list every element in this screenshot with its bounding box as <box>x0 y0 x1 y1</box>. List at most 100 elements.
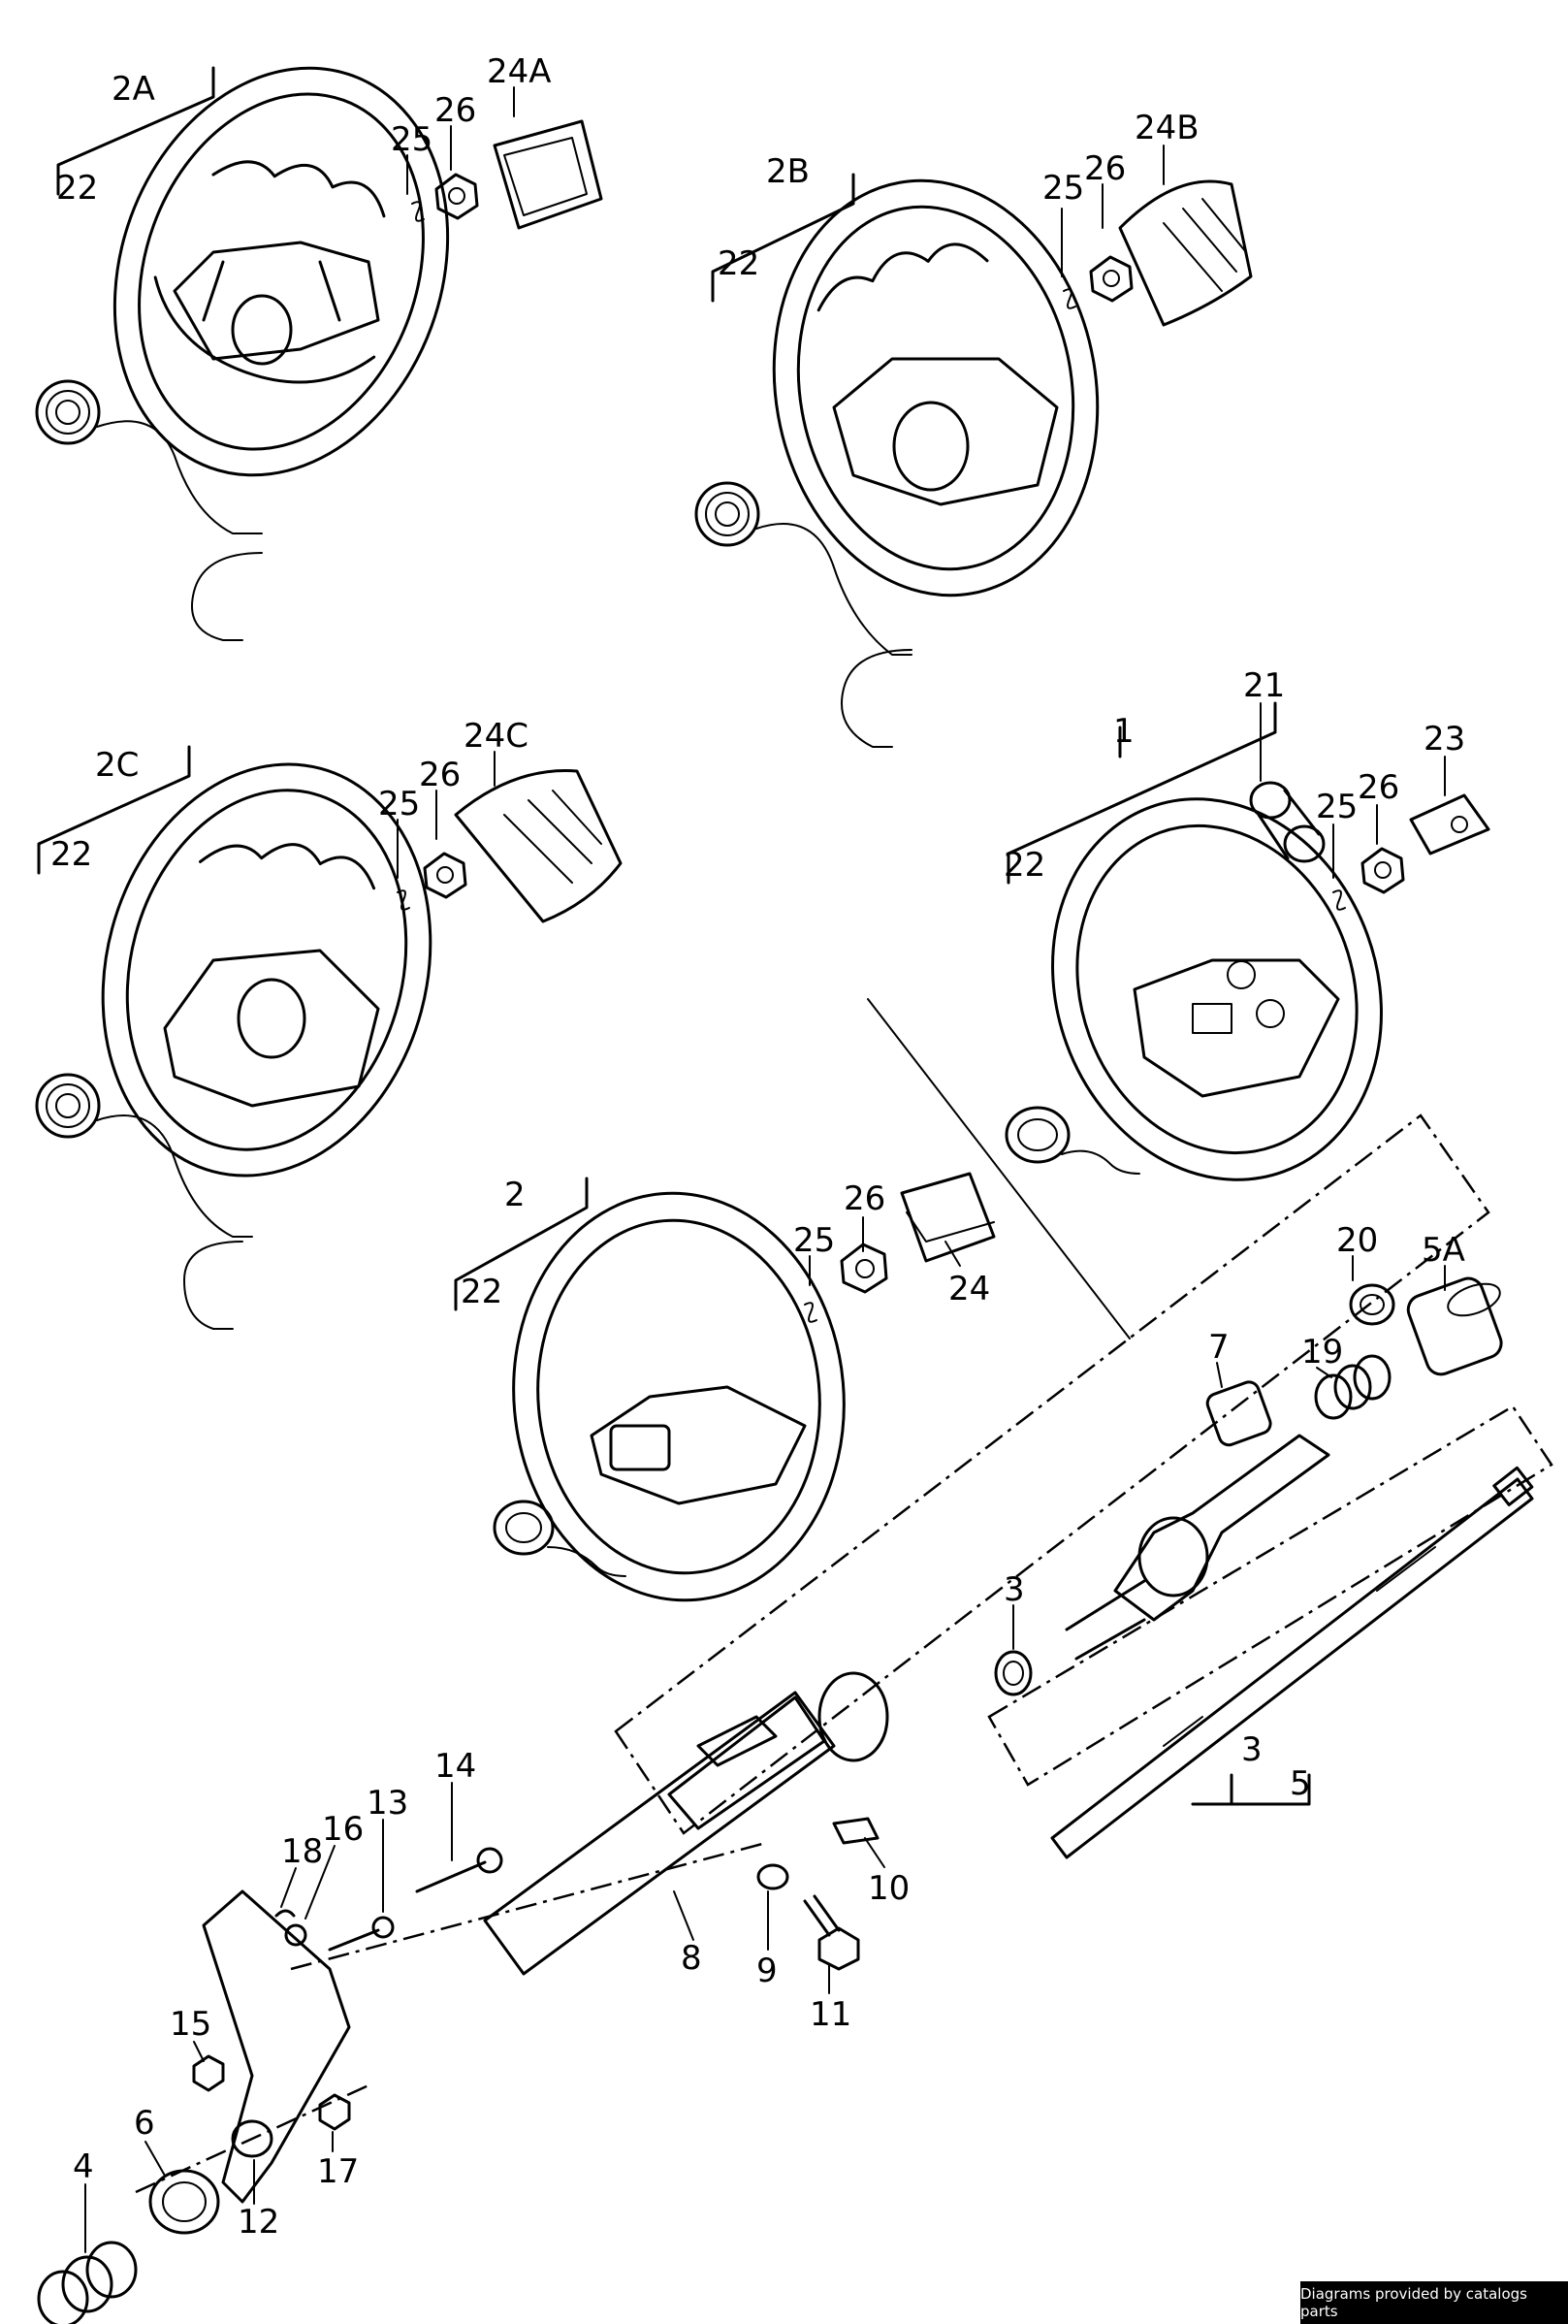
nut-26-wheel-1 <box>1360 847 1405 894</box>
screw-25-wheel-1 <box>1332 889 1346 911</box>
credit-banner: Diagrams provided by catalogs parts <box>1300 2281 1568 2324</box>
bearing-7 <box>1205 1380 1272 1447</box>
screw-25-2B <box>1063 288 1076 309</box>
label-23: 23 <box>1424 720 1465 759</box>
steering-wheel-1 <box>1051 797 1383 1181</box>
nut-17 <box>318 2093 351 2131</box>
steering-wheel-2 <box>512 1191 846 1602</box>
label-22-wheel-1: 22 <box>1004 846 1045 885</box>
label-20: 20 <box>1336 1221 1378 1260</box>
label-13: 13 <box>367 1784 408 1823</box>
horn-pad-24B <box>1118 179 1253 327</box>
nut-26-wheel-2 <box>840 1243 888 1294</box>
label-5A: 5A <box>1422 1231 1465 1270</box>
label-24: 24 <box>948 1270 990 1308</box>
shaft-3-5 <box>1050 1466 1534 1859</box>
steering-wheel-2C <box>101 762 432 1178</box>
label-18: 18 <box>281 1832 323 1871</box>
label-12: 12 <box>238 2203 279 2242</box>
column-tube-8 <box>483 1671 889 1976</box>
ring-20 <box>1349 1283 1395 1326</box>
plate-10 <box>832 1817 880 1845</box>
clock-spring-2C <box>35 1073 253 1330</box>
label-26-wheel-1: 26 <box>1358 768 1399 807</box>
label-7: 7 <box>1208 1328 1230 1367</box>
clip-18 <box>274 1909 296 1918</box>
bracket-3-5 <box>1191 1773 1311 1806</box>
label-3-bottom: 3 <box>1241 1730 1263 1769</box>
washer-9 <box>756 1863 789 1890</box>
bracket-2 <box>454 1177 589 1311</box>
label-16: 16 <box>322 1810 364 1849</box>
bracket-2C <box>37 745 191 875</box>
steering-wheel-2A <box>112 66 450 477</box>
label-22-wheel-2: 22 <box>461 1273 502 1311</box>
label-25-2B: 25 <box>1042 169 1084 208</box>
nut-15 <box>192 2054 225 2092</box>
horn-pad-24 <box>900 1172 996 1263</box>
label-21: 21 <box>1243 666 1285 705</box>
bolt-11 <box>803 1894 860 1971</box>
nut-26-2B <box>1089 255 1134 303</box>
label-3-top: 3 <box>1004 1570 1025 1609</box>
label-14: 14 <box>434 1747 476 1786</box>
ring-22-wheel-2 <box>493 1500 626 1577</box>
label-8: 8 <box>681 1939 702 1978</box>
label-26-2B: 26 <box>1084 149 1126 188</box>
button-21 <box>1249 781 1326 863</box>
label-25-2C: 25 <box>378 785 420 823</box>
bushing-5A <box>1406 1276 1503 1376</box>
label-6: 6 <box>134 2104 155 2143</box>
bracket-2B <box>711 173 855 303</box>
alignment-line-a <box>614 1114 1490 1835</box>
label-2A: 2A <box>112 70 155 109</box>
label-24B: 24B <box>1135 109 1200 147</box>
divider-line <box>867 998 1131 1340</box>
label-22-2B: 22 <box>718 244 759 283</box>
bracket-2A <box>56 66 215 196</box>
label-2C: 2C <box>95 746 139 785</box>
label-26-wheel-2: 26 <box>844 1179 885 1218</box>
bushing-3-small <box>994 1650 1033 1696</box>
label-2B: 2B <box>766 152 810 191</box>
label-26-2A: 26 <box>434 91 476 130</box>
leader-lines <box>84 86 1446 2253</box>
spring-19 <box>1314 1354 1392 1420</box>
alignment-line-d <box>135 2083 369 2194</box>
label-24C: 24C <box>464 717 528 756</box>
label-9: 9 <box>756 1952 778 1990</box>
label-17: 17 <box>317 2152 359 2191</box>
clock-spring-2A <box>35 379 263 641</box>
horn-pad-24C <box>454 769 623 923</box>
label-22-2A: 22 <box>56 169 98 208</box>
emblem-23 <box>1409 793 1490 855</box>
nut-16 <box>284 1923 307 1947</box>
label-25-2A: 25 <box>391 120 432 159</box>
bushing-6 <box>148 2169 220 2235</box>
bolt-13 <box>328 1916 395 1952</box>
spring-4 <box>37 2241 138 2324</box>
screw-25-2C <box>397 889 410 911</box>
label-22-2C: 22 <box>50 835 92 874</box>
label-19: 19 <box>1301 1333 1343 1372</box>
label-25-wheel-2: 25 <box>793 1221 835 1260</box>
label-5: 5 <box>1290 1764 1311 1803</box>
clock-spring-2B <box>694 481 912 748</box>
label-24A: 24A <box>487 52 552 91</box>
label-15: 15 <box>170 2005 211 2044</box>
label-10: 10 <box>868 1869 910 1908</box>
bolt-14 <box>415 1847 503 1893</box>
ring-22-wheel-1 <box>1005 1106 1140 1175</box>
alignment-line-c <box>290 1841 767 1971</box>
nut-26-2C <box>423 852 467 899</box>
steering-wheel-2B <box>772 178 1100 597</box>
label-26-2C: 26 <box>419 756 461 794</box>
alignment-line-b <box>987 1404 1553 1787</box>
bracket-1 <box>1007 701 1277 885</box>
label-1: 1 <box>1113 712 1135 751</box>
part-labels: 2A 24A 26 25 22 2B 24B 26 25 22 2C 24C 2… <box>50 52 1465 2242</box>
label-11: 11 <box>810 1995 851 2034</box>
nut-26-2A <box>434 173 479 220</box>
horn-pad-24A <box>493 119 603 230</box>
